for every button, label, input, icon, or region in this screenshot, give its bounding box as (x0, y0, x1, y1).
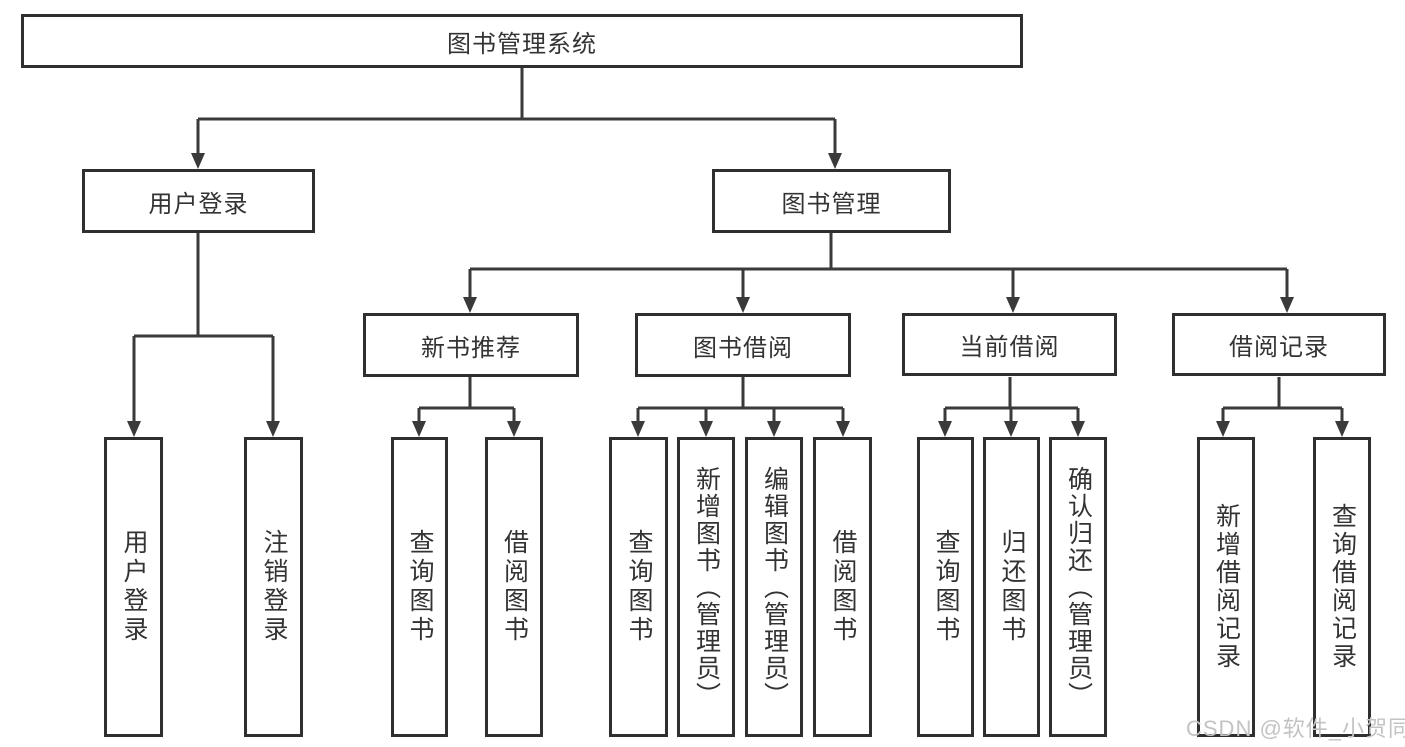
leaf-borrow-books: 借阅图书 (813, 437, 872, 737)
leaf-query-books-current: 查询图书 (917, 437, 974, 737)
node-new-book-recommendation: 新书推荐 (363, 313, 579, 377)
leaf-query-borrow-record: 查询借阅记录 (1313, 437, 1371, 737)
node-book-management: 图书管理 (712, 169, 951, 233)
node-current-borrowing: 当前借阅 (902, 313, 1117, 376)
leaf-return-books: 归还图书 (983, 437, 1040, 737)
leaf-borrow-books-recommend: 借阅图书 (485, 437, 543, 737)
node-library-management-system: 图书管理系统 (21, 14, 1023, 68)
leaf-query-books-recommend: 查询图书 (391, 437, 448, 737)
node-book-borrowing: 图书借阅 (635, 313, 851, 377)
csdn-watermark: CSDN @软件_小贺同学 (1186, 716, 1405, 741)
leaf-logout: 注销登录 (244, 437, 303, 737)
leaf-query-books-borrow: 查询图书 (609, 437, 668, 737)
node-borrowing-records: 借阅记录 (1172, 313, 1386, 376)
leaf-confirm-return-admin: 确认归还（管理员） (1049, 437, 1107, 737)
leaf-edit-books-admin: 编辑图书（管理员） (745, 437, 803, 737)
node-user-login: 用户登录 (82, 169, 315, 233)
leaf-add-borrow-record: 新增借阅记录 (1197, 437, 1255, 737)
leaf-user-login: 用户登录 (104, 437, 163, 737)
leaf-add-books-admin: 新增图书（管理员） (677, 437, 735, 737)
